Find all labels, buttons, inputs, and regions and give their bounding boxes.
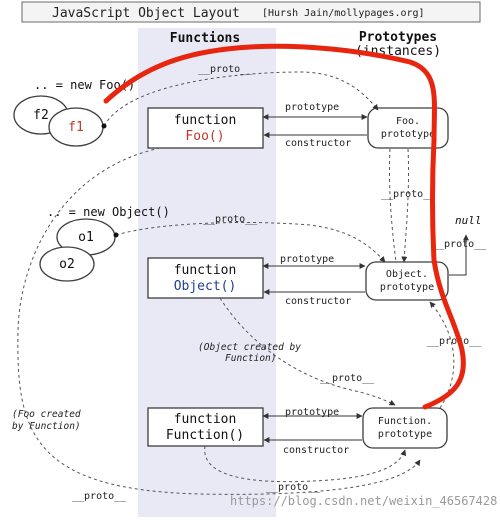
foo-prototype-proto-arrow — [401, 148, 410, 263]
function-prototype-line2: prototype — [378, 429, 432, 440]
function-function-name: Function() — [166, 428, 244, 443]
object-prototype-line1: Object. — [386, 269, 428, 280]
header-credit: [Hursh Jain/mollypages.org] — [262, 8, 425, 19]
object-prototype-line2: prototype — [380, 282, 434, 293]
header-title: JavaScript Object Layout — [52, 6, 240, 21]
object-constructor-label: constructor — [285, 296, 351, 307]
object-created-note-2: Function) — [225, 353, 276, 364]
o1-label: o1 — [78, 230, 94, 245]
foo-prototype-line1: Foo. — [396, 116, 420, 127]
object-function-proto-label: __proto__ — [320, 373, 375, 384]
o2-instance — [39, 246, 95, 282]
watermark: https://blog.csdn.net/weixin_46567428 — [230, 494, 497, 508]
foo-function-proto-arrow — [17, 147, 421, 495]
prototypes-heading: Prototypes — [359, 30, 437, 45]
o1-proto-dot — [113, 232, 119, 238]
object-prototype-link-label: prototype — [280, 254, 334, 265]
header-box — [21, 1, 481, 23]
function-function-keyword: function — [174, 412, 237, 427]
foo-created-note-2: by Function) — [12, 421, 81, 432]
function-function-proto-label: __proto__ — [266, 482, 321, 493]
object-function-keyword: function — [174, 263, 237, 278]
f1-proto-arrow — [103, 71, 379, 127]
foo-created-note-1: (Foo created — [12, 409, 81, 420]
function-prototype-proto-arrow — [429, 301, 455, 409]
f1-proto-label: __proto__ — [198, 64, 253, 75]
red-annotation-stroke — [103, 43, 466, 410]
f1-proto-dot — [101, 123, 107, 129]
foo-prototype-box — [367, 107, 449, 149]
foo-function-name: Foo() — [185, 129, 224, 144]
f2-label: f2 — [33, 108, 49, 123]
foo-constructor-label: constructor — [285, 138, 351, 149]
o1-proto-arrow — [115, 221, 386, 263]
foo-function-box — [147, 107, 264, 149]
object-function-name: Object() — [174, 279, 237, 294]
object-prototype-proto-label: __proto__ — [432, 239, 487, 250]
foo-prototype-proto-label: __proto__ — [381, 189, 436, 200]
new-object-label: .. = new Object() — [47, 205, 170, 219]
function-constructor-label: constructor — [283, 445, 349, 456]
function-function-proto-arrow — [204, 445, 407, 483]
function-prototype-link-label: prototype — [285, 407, 339, 418]
f1-label: f1 — [68, 120, 84, 135]
new-foo-label: .. = new Foo() — [34, 78, 135, 92]
function-prototype-line1: Function. — [378, 416, 432, 427]
object-created-note-1: (Object created by — [198, 342, 301, 353]
foo-prototype-proto-arrow-2 — [388, 148, 397, 263]
object-prototype-box — [365, 261, 449, 301]
function-prototype-box — [362, 407, 448, 449]
o1-proto-label: __proto__ — [203, 214, 258, 225]
o2-label: o2 — [59, 257, 75, 272]
foo-function-proto-label: __proto__ — [72, 491, 127, 502]
foo-function-keyword: function — [174, 113, 237, 128]
object-prototype-proto-arrow — [449, 234, 469, 276]
object-function-box — [147, 257, 264, 299]
function-prototype-proto-label: __proto__ — [427, 336, 482, 347]
functions-heading: Functions — [170, 31, 240, 46]
foo-prototype-line2: prototype — [381, 129, 435, 140]
null-label: null — [455, 214, 482, 227]
function-function-box — [147, 407, 264, 447]
foo-prototype-link-label: prototype — [285, 102, 339, 113]
